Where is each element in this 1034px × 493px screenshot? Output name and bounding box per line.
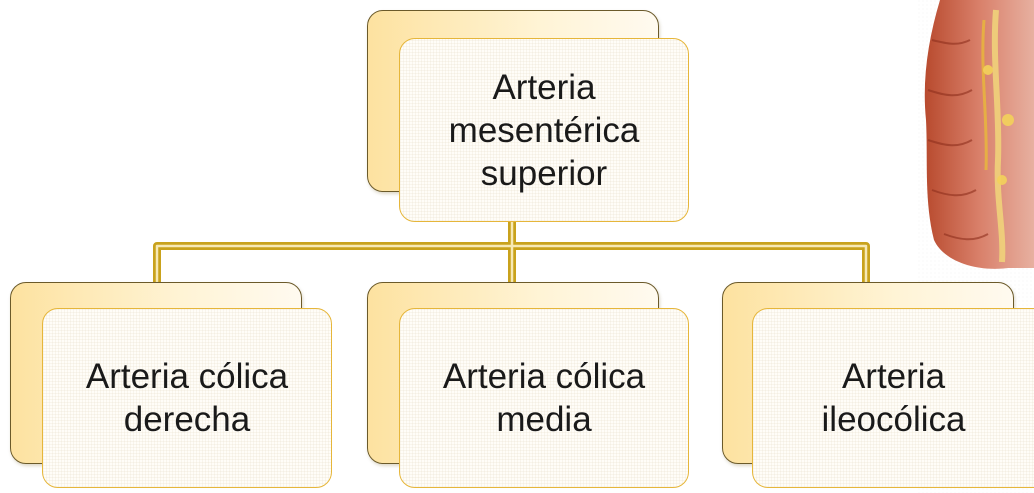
root-node-label: Arteria mesentérica superior bbox=[448, 67, 640, 193]
child-node-2-label: Arteria cólica media bbox=[442, 357, 646, 439]
child-node-2: Arteria cólica media bbox=[399, 308, 689, 488]
child-node-3: Arteria ileocólica bbox=[752, 308, 1034, 488]
child-node-3-label: Arteria ileocólica bbox=[821, 357, 966, 439]
child-node-1: Arteria cólica derecha bbox=[42, 308, 332, 488]
child-node-1-label: Arteria cólica derecha bbox=[85, 357, 289, 439]
root-node: Arteria mesentérica superior bbox=[399, 38, 689, 222]
